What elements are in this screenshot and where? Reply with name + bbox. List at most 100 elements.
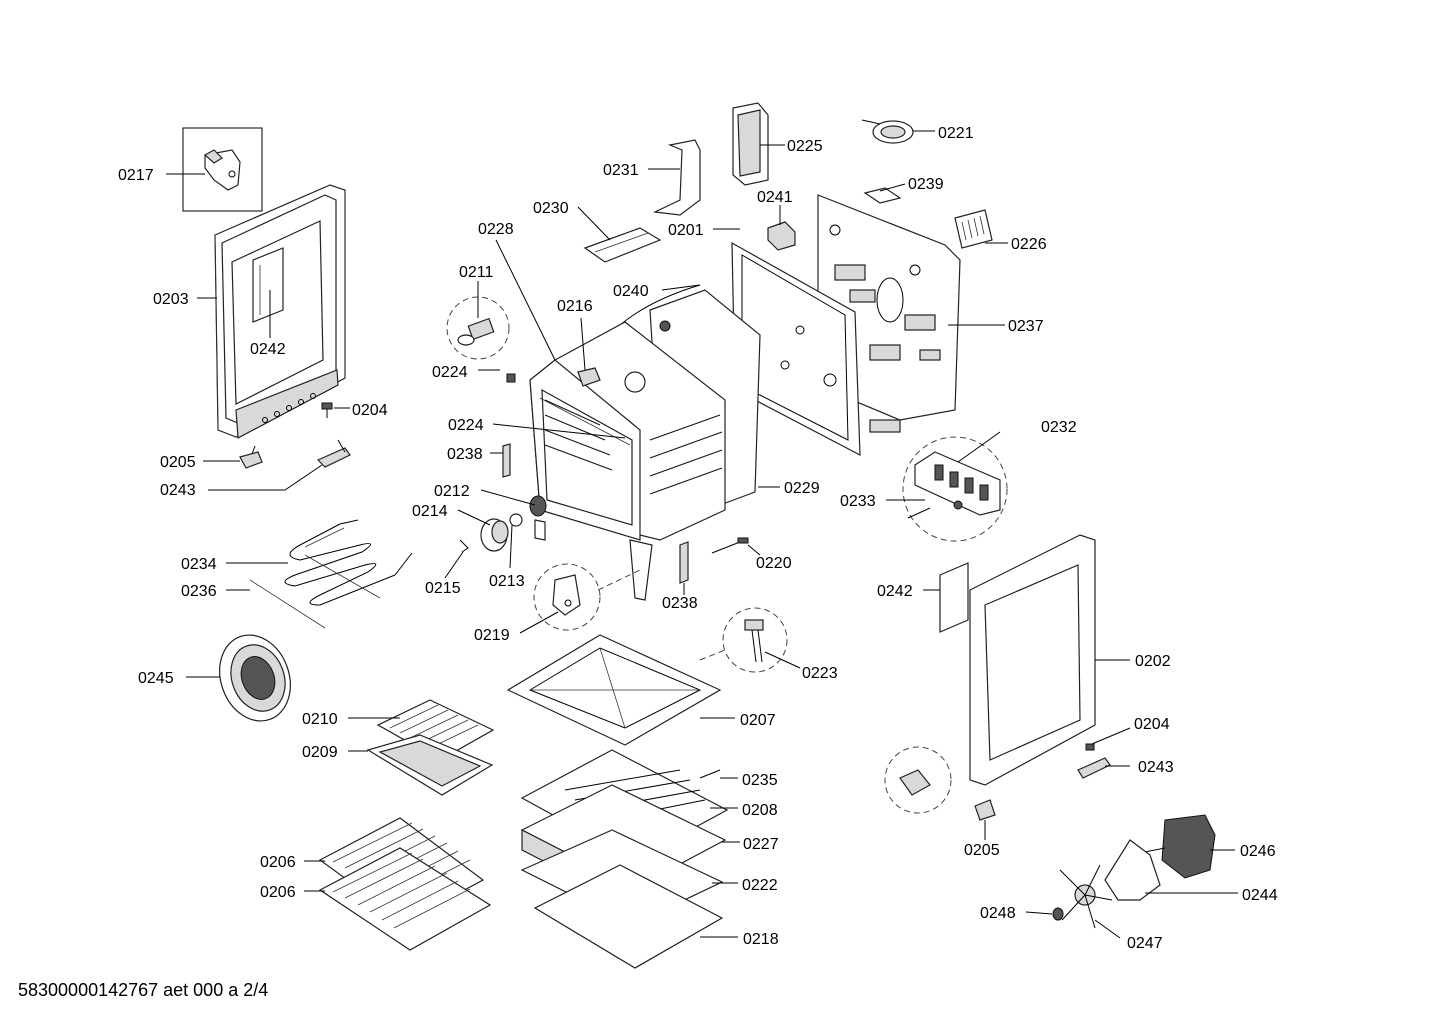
part-0248-nut — [1052, 907, 1064, 921]
label-0248: 0248 — [980, 905, 1016, 922]
label-0223: 0223 — [802, 665, 838, 682]
document-footer-code: 58300000142767 aet 000 a 2/4 — [18, 980, 269, 1000]
label-0213: 0213 — [489, 573, 525, 590]
part-0202-door-outer — [969, 534, 1096, 786]
label-0243: 0243 — [1138, 759, 1174, 776]
label-0217: 0217 — [118, 167, 154, 184]
leader-0223 — [764, 651, 801, 669]
part-0209-grill-pan — [366, 734, 494, 796]
label-0211: 0211 — [459, 264, 494, 281]
label-0206: 0206 — [260, 854, 296, 871]
part-0242-hinge-plate-right — [939, 562, 969, 633]
label-0203: 0203 — [153, 291, 189, 308]
label-0225: 0225 — [787, 138, 823, 155]
part-0235-element-wire — [699, 769, 721, 779]
leader-0248 — [1025, 911, 1053, 915]
part-0241-thermostat — [767, 221, 796, 251]
label-0241: 0241 — [757, 189, 793, 206]
leader-0220 — [747, 544, 761, 556]
label-0238: 0238 — [447, 446, 483, 463]
label-0234: 0234 — [181, 556, 217, 573]
label-0202: 0202 — [1135, 653, 1171, 670]
label-0231: 0231 — [603, 162, 639, 179]
label-0242: 0242 — [877, 583, 913, 600]
label-0209: 0209 — [302, 744, 338, 761]
part-0212-selector-switch — [529, 495, 547, 517]
label-0208: 0208 — [742, 802, 778, 819]
label-0244: 0244 — [1242, 887, 1278, 904]
part-0243-bracket-right — [1077, 757, 1111, 779]
label-0224: 0224 — [432, 364, 468, 381]
label-0240: 0240 — [613, 283, 649, 300]
label-0228: 0228 — [478, 221, 514, 238]
part-0225-cable-cover — [732, 102, 769, 186]
part-0236-grill-rack — [249, 554, 381, 629]
part-0239-clip — [863, 187, 902, 204]
label-0239: 0239 — [908, 176, 944, 193]
label-0212: 0212 — [434, 483, 470, 500]
label-0227: 0227 — [743, 836, 779, 853]
leader-0243a — [208, 464, 323, 491]
part-0245-fan-cover — [219, 634, 291, 722]
leader-0230 — [577, 206, 611, 241]
leader-0247 — [1094, 919, 1121, 939]
label-0201: 0201 — [668, 222, 704, 239]
leader-0215 — [444, 551, 464, 579]
leader-0219 — [519, 611, 559, 634]
label-0237: 0237 — [1008, 318, 1044, 335]
leader-0216 — [580, 317, 586, 371]
part-0216-temperature-sensor — [577, 367, 601, 387]
connector-0223 — [699, 649, 726, 661]
label-0230: 0230 — [533, 200, 569, 217]
connector-0219 — [597, 569, 641, 591]
label-0215: 0215 — [425, 580, 461, 597]
part-0243-bracket-left — [316, 439, 351, 468]
label-0204: 0204 — [1134, 716, 1170, 733]
label-0235: 0235 — [742, 772, 778, 789]
part-0233-screw — [907, 500, 963, 519]
label-0210: 0210 — [302, 711, 338, 728]
label-0243: 0243 — [160, 482, 196, 499]
label-0224: 0224 — [448, 417, 484, 434]
part-0207-oven-floor — [506, 634, 722, 746]
part-0219-door-latch — [533, 563, 601, 631]
part-0220-sensor-wire — [711, 537, 749, 554]
part-0215-spring — [459, 539, 469, 553]
label-0242: 0242 — [250, 341, 286, 358]
part-0201-rear-frame — [731, 241, 861, 457]
part-0221-power-cord — [861, 119, 914, 144]
part-0218-bottom-cover — [533, 864, 724, 969]
leader-0204b — [1091, 727, 1131, 745]
label-0207: 0207 — [740, 712, 776, 729]
label-0219: 0219 — [474, 627, 510, 644]
part-0230-duct-channel — [583, 227, 662, 263]
part-0204-screw-left — [321, 402, 333, 418]
part-0217-hinge-bracket — [182, 127, 263, 212]
label-0233: 0233 — [840, 493, 876, 510]
label-0206: 0206 — [260, 884, 296, 901]
leader-0239 — [879, 183, 906, 192]
leader-0212 — [480, 489, 536, 506]
part-0228-oven-cavity — [529, 321, 726, 601]
part-0246-fan-motor — [1129, 814, 1216, 879]
part-0234-grill-element — [284, 519, 413, 606]
label-0214: 0214 — [412, 503, 448, 520]
part-0214-knob — [480, 518, 509, 552]
leader-0232 — [957, 431, 1001, 463]
part-number-labels: 0217 0203 0242 0204 0205 0243 0234 0236 … — [118, 125, 1278, 952]
label-0246: 0246 — [1240, 843, 1276, 860]
part-0205-hinge-left — [239, 445, 263, 469]
leader-0213 — [509, 524, 513, 569]
part-0242-hinge-plate-left — [252, 247, 284, 323]
part-0238-rail-left — [502, 443, 511, 478]
label-0218: 0218 — [743, 931, 779, 948]
label-0245: 0245 — [138, 670, 174, 687]
label-0216: 0216 — [557, 298, 593, 315]
label-0221: 0221 — [938, 125, 974, 142]
label-0205: 0205 — [160, 454, 196, 471]
part-0232-terminal-block — [869, 419, 1008, 542]
label-0232: 0232 — [1041, 419, 1077, 436]
part-0224-screw-upper — [492, 369, 516, 383]
part-0205-hinge-right — [884, 746, 996, 821]
